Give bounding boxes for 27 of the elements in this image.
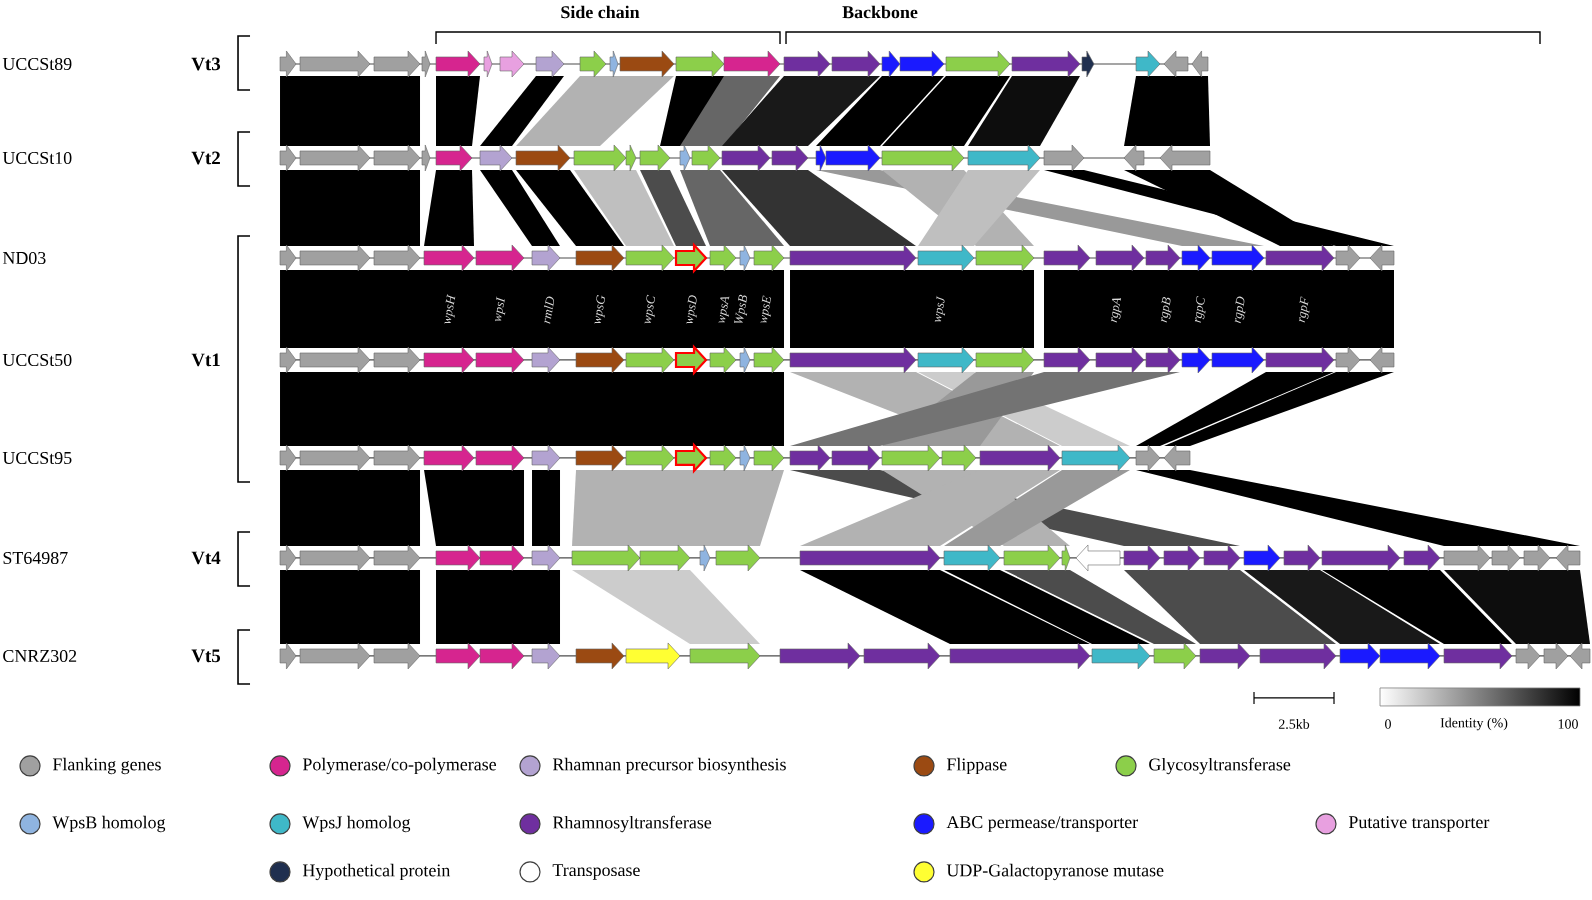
- strain-label: UCCSt89: [2, 57, 72, 71]
- strain-label: UCCSt50: [2, 353, 72, 367]
- variant-label: Vt2: [191, 151, 220, 165]
- strain-label: CNRZ302: [3, 649, 77, 663]
- legend-text: Polymerase/co-polymerase: [302, 757, 496, 775]
- strain-label: UCCSt95: [2, 451, 72, 464]
- strain-label: ST64987: [3, 551, 68, 565]
- section-label: Side chain: [561, 5, 640, 19]
- legend-text: ABC permease/transporter: [946, 816, 1138, 832]
- legend-text: Transposase: [552, 864, 640, 880]
- variant-label: Vt4: [191, 551, 221, 565]
- variant-label: Vt1: [191, 353, 220, 367]
- variant-label: Vt5: [191, 649, 221, 663]
- legend-text: Putative transporter: [1348, 816, 1490, 832]
- legend-text: WpsJ homolog: [302, 815, 411, 833]
- strain-label: UCCSt10: [2, 151, 72, 165]
- strain-label: ND03: [2, 251, 46, 265]
- legend-text: Flanking genes: [52, 757, 161, 775]
- legend-text: Hypothetical protein: [302, 863, 451, 881]
- variant-label: Vt3: [191, 57, 221, 71]
- section-label: Backbone: [842, 5, 918, 19]
- legend-text: Rhamnan precursor biosynthesis: [552, 757, 786, 775]
- legend-text: Flippase: [946, 757, 1007, 775]
- legend-text: Glycosyltransferase: [1149, 757, 1291, 775]
- legend-text: WpsB homolog: [52, 815, 166, 833]
- legend-text: Rhamnosyltransferase: [552, 815, 712, 833]
- legend-text: UDP-Galactopyranose mutase: [946, 863, 1164, 881]
